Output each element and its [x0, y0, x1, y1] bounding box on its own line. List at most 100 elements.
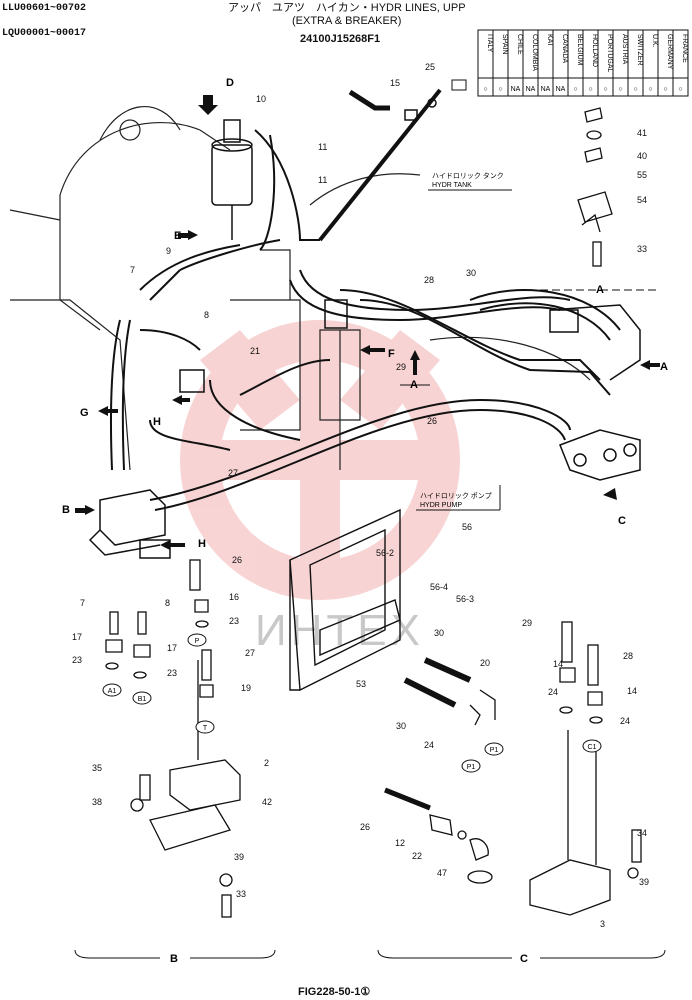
country-mark: ○: [483, 86, 487, 93]
country-mark: NA: [541, 86, 551, 93]
country-name: U.K.: [651, 34, 658, 48]
country-mark: ○: [648, 86, 652, 93]
country-mark: ○: [633, 86, 637, 93]
view-letter-h1: H: [153, 416, 161, 428]
clamp-parts: [577, 107, 613, 267]
view-letter-a1: A: [596, 284, 604, 296]
callout-11: 11: [318, 142, 327, 152]
callout-27: 27: [228, 468, 238, 478]
country-mark: ○: [603, 86, 607, 93]
callout-numbers: 2377889101111121414151617171920212223232…: [72, 62, 649, 929]
filter-assembly: [211, 119, 253, 240]
hose-kit-panel: [289, 508, 401, 692]
callout-3: 3: [600, 919, 605, 929]
callout-2: 2: [264, 758, 269, 768]
callout-35: 35: [92, 763, 102, 773]
country-name: CHILE: [516, 34, 523, 55]
pump-annotation: ハイドロリック ポンプ HYDR PUMP: [416, 485, 501, 511]
port-tag-oval: [582, 739, 602, 753]
callout-26: 26: [427, 416, 437, 426]
callout-24: 24: [620, 716, 630, 726]
callout-28: 28: [623, 651, 633, 661]
view-letters: D E G H B H F A A A C B C: [62, 77, 668, 965]
title-line-1: アッパ ユアツ ハイカン・HYDR LINES, UPP: [228, 2, 466, 14]
serial-range-1: LLU00601~00702: [2, 3, 87, 14]
callout-20: 20: [480, 658, 490, 668]
callout-21: 21: [250, 346, 260, 356]
port-tag-label: A1: [108, 688, 117, 695]
callout-40: 40: [637, 151, 647, 161]
callout-42: 42: [262, 797, 272, 807]
callout-23: 23: [229, 616, 239, 626]
callout-41: 41: [637, 128, 647, 138]
port-tag-oval: [102, 683, 122, 697]
country-mark: NA: [556, 86, 566, 93]
country-name: COLOMBIA: [531, 34, 538, 71]
callout-27: 27: [245, 648, 255, 658]
tank-pipe: [318, 79, 467, 242]
callout-47: 47: [437, 868, 447, 878]
callout-25: 25: [425, 62, 435, 72]
view-letter-a2: A: [660, 361, 668, 373]
country-name: SWITZER: [636, 34, 643, 66]
hydr-pump-jp: ハイドロリック ポンプ: [420, 492, 492, 500]
country-name: ITALY: [486, 34, 493, 53]
callout-7: 7: [130, 265, 135, 275]
country-mark: ○: [663, 86, 667, 93]
callout-14: 14: [553, 659, 563, 669]
callout-15: 15: [390, 78, 400, 88]
callout-8: 8: [165, 598, 170, 608]
callout-33: 33: [236, 889, 246, 899]
country-name: AUSTRIA: [621, 34, 628, 65]
callout-26: 26: [360, 822, 370, 832]
country-name: GERMANY: [666, 34, 673, 70]
figure-number: FIG228-50-1①: [298, 986, 371, 998]
callout-22: 22: [412, 851, 422, 861]
callout-30: 30: [434, 628, 444, 638]
callout-24: 24: [424, 740, 434, 750]
port-tag-oval: [195, 720, 215, 734]
country-mark: ○: [498, 86, 502, 93]
hydr-tank-label: HYDR TANK: [432, 182, 472, 189]
view-letter-a3: A: [410, 379, 418, 391]
section-line-a: [400, 289, 660, 386]
country-name: FRANCE: [681, 34, 688, 63]
country-mark: NA: [526, 86, 536, 93]
title-line-2: (EXTRA & BREAKER): [292, 15, 402, 27]
hydr-pump-label: HYDR PUMP: [420, 502, 462, 509]
view-letter-b: B: [170, 953, 178, 965]
callout-29: 29: [522, 618, 532, 628]
country-name: SPAIN: [501, 34, 508, 55]
serial-range-2: LQU00001~00017: [2, 28, 87, 39]
watermark-logo: [180, 320, 460, 600]
callout-16: 16: [229, 592, 239, 602]
hydr-tank-jp: ハイドロリック タンク: [432, 171, 504, 180]
view-b-parts: [105, 559, 241, 918]
view-letter-h2: H: [198, 538, 206, 550]
callout-56-3: 56-3: [456, 594, 474, 604]
country-name: KAI: [546, 34, 553, 45]
country-mark: ○: [588, 86, 592, 93]
callout-9: 9: [166, 246, 171, 256]
callout-12: 12: [395, 838, 405, 848]
callout-26: 26: [232, 555, 242, 565]
callout-7: 7: [80, 598, 85, 608]
port-tag-label: P: [195, 638, 200, 645]
control-valve-upper: [88, 299, 348, 559]
callout-11: 11: [318, 175, 327, 185]
machine-outline: [9, 106, 591, 471]
country-mark: NA: [511, 86, 521, 93]
hydraulic-pump: [549, 304, 641, 481]
callout-55: 55: [637, 170, 647, 180]
callout-10: 10: [256, 94, 266, 104]
tank-annotation: ハイドロリック タンク HYDR TANK: [428, 171, 512, 191]
port-tag-oval: [484, 742, 504, 756]
port-tag-label: T: [203, 725, 208, 732]
callout-56-4: 56-4: [430, 582, 448, 592]
view-letter-f: F: [388, 348, 395, 360]
port-tag-label: P1: [467, 764, 476, 771]
callout-39: 39: [234, 852, 244, 862]
callout-56-2: 56-2: [376, 548, 394, 558]
view-letter-b-arrow: B: [62, 504, 70, 516]
